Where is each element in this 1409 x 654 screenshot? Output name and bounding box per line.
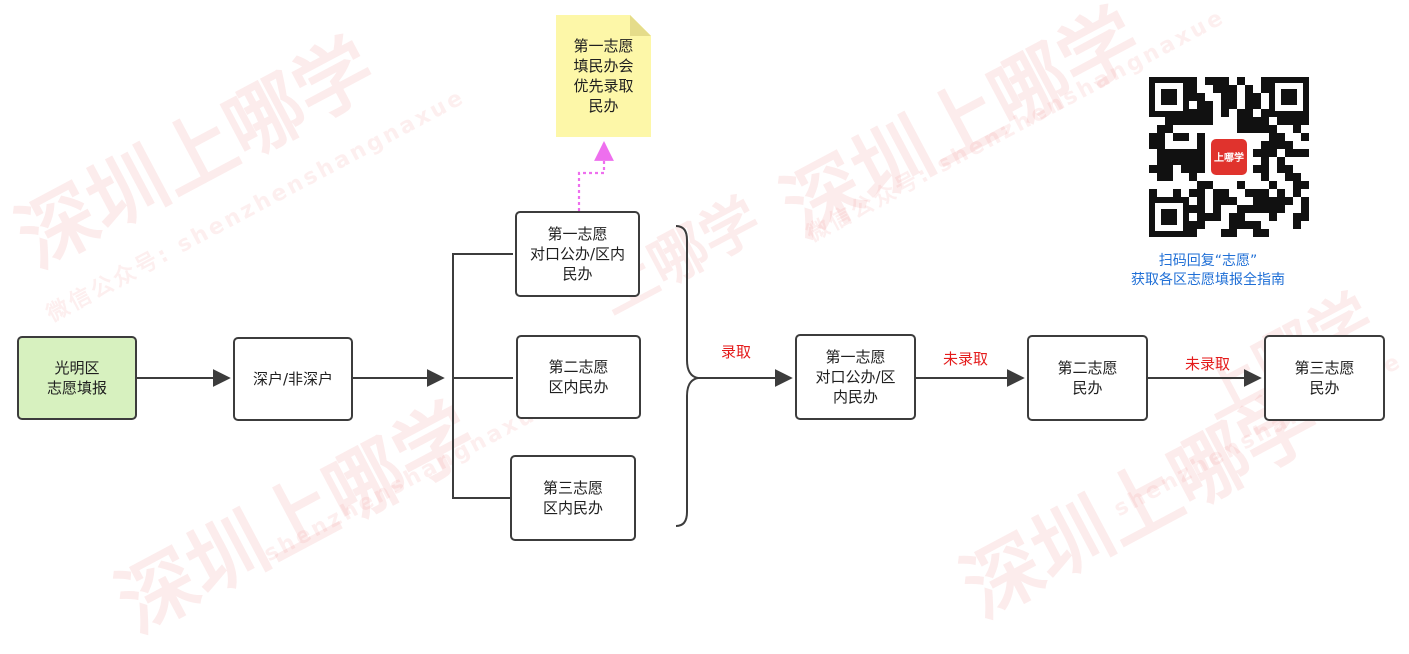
qr-code-icon: 上哪学 [1149, 77, 1309, 237]
start-box-label: 光明区 志愿填报 [46, 359, 107, 397]
second-round-box-label: 第二志愿 民办 [1057, 359, 1118, 397]
choice2-box: 第二志愿 区内民办 [516, 335, 641, 419]
arrow-dotted-to-note [577, 141, 614, 211]
choice3-box: 第三志愿 区内民办 [510, 455, 636, 541]
hukou-box-label: 深户/非深户 [252, 370, 334, 388]
start-box: 光明区 志愿填报 [17, 336, 137, 420]
label-admit: 录取 [721, 343, 752, 361]
third-round-box: 第三志愿 民办 [1264, 335, 1385, 421]
label-not-admitted-2: 未录取 [1185, 355, 1231, 373]
curly-brace [675, 225, 699, 527]
sticky-note-text: 第一志愿 填民办会 优先录取 民办 [573, 37, 634, 115]
label-not-admitted-1: 未录取 [943, 350, 989, 368]
branch-bracket [452, 253, 513, 499]
choice1-box: 第一志愿 对口公办/区内 民办 [515, 211, 640, 297]
qr-caption: 扫码回复“志愿” 获取各区志愿填报全指南 [1108, 252, 1308, 290]
choice2-box-label: 第二志愿 区内民办 [548, 358, 609, 396]
qr-caption-line1: 扫码回复“志愿” [1158, 253, 1258, 269]
qr-caption-line2: 获取各区志愿填报全指南 [1131, 272, 1285, 288]
choice3-box-label: 第三志愿 区内民办 [542, 479, 603, 517]
first-round-box-label: 第一志愿 对口公办/区 内民办 [815, 348, 896, 406]
connector-layer [137, 141, 1262, 527]
third-round-box-label: 第三志愿 民办 [1294, 359, 1355, 397]
first-round-box: 第一志愿 对口公办/区 内民办 [795, 334, 916, 420]
diagram-canvas: 深圳上哪学 微信公众号: shenzhenshangnaxue 深圳上哪学 微信… [3, 0, 1406, 650]
second-round-box: 第二志愿 民办 [1027, 335, 1148, 421]
hukou-box: 深户/非深户 [233, 337, 353, 421]
choice1-box-label: 第一志愿 对口公办/区内 民办 [529, 225, 626, 283]
qr-logo-text: 上哪学 [1214, 151, 1244, 164]
